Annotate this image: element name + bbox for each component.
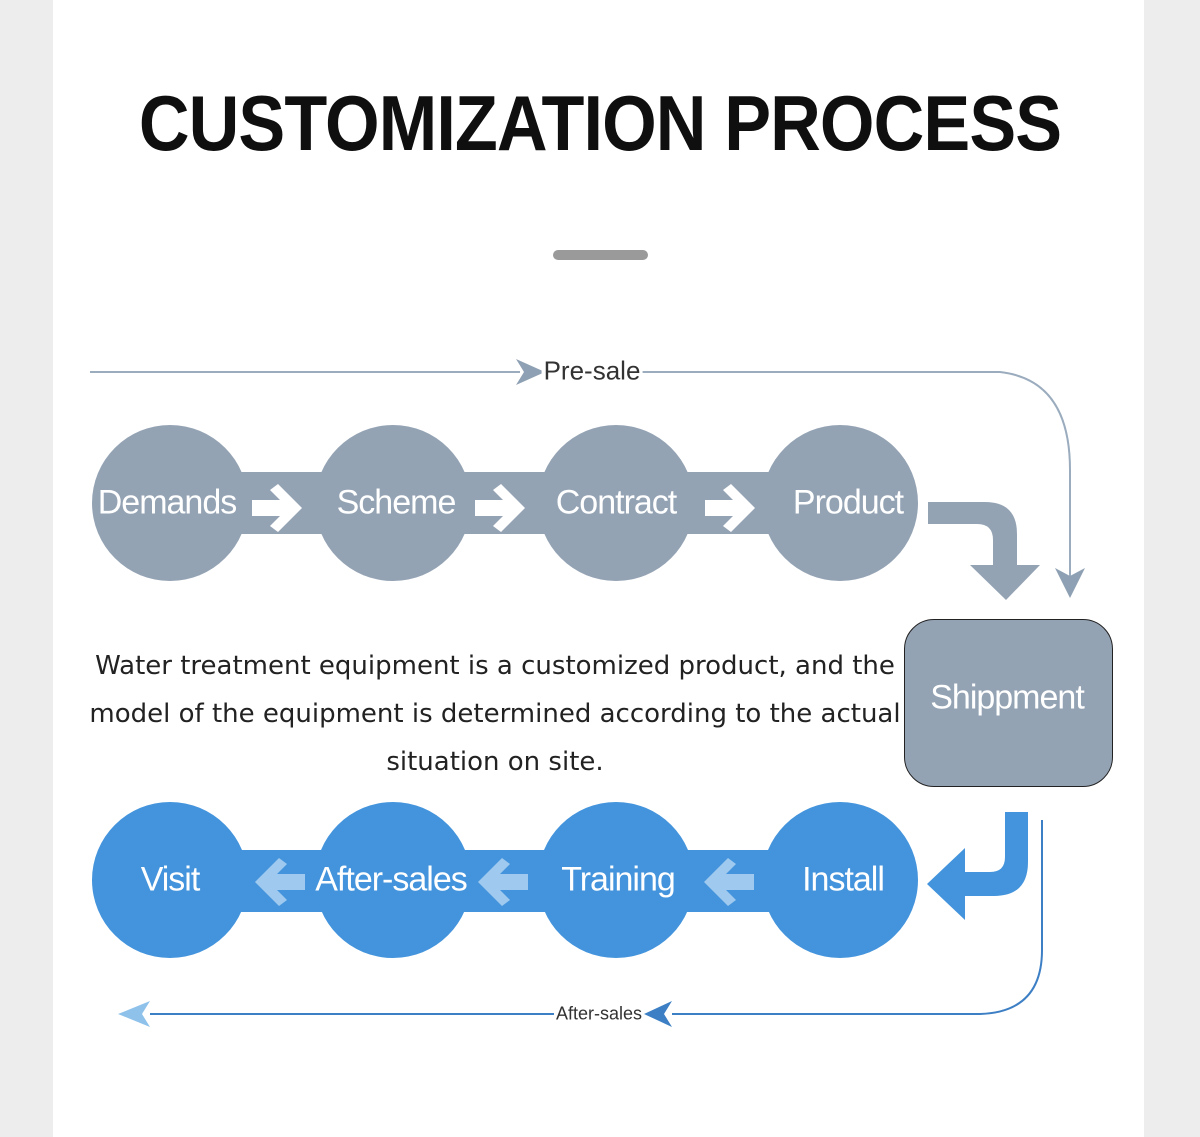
aftersales-flow-label: After-sales: [553, 1003, 645, 1025]
arrow-right-icon: [252, 484, 302, 532]
presale-step-arrows: [252, 484, 755, 532]
step-visit: Visit: [140, 860, 201, 899]
step-product: Product: [792, 483, 904, 522]
presale-arrowhead-right: [516, 359, 545, 385]
curved-arrow-left-icon: [927, 812, 1028, 920]
arrow-left-icon: [704, 858, 754, 906]
step-training: Training: [561, 860, 676, 899]
arrow-right-icon: [475, 484, 525, 532]
description-text: Water treatment equipment is a customize…: [89, 651, 901, 777]
presale-circles: [92, 425, 918, 581]
aftersales-arrowhead-left: [644, 1001, 672, 1027]
step-demands: Demands: [97, 483, 238, 522]
arrow-left-icon: [255, 858, 305, 906]
arrow-right-icon: [705, 484, 755, 532]
title-divider: [553, 250, 648, 260]
step-install: Install: [802, 860, 885, 899]
presale-flow-line: [90, 371, 1071, 585]
page-title: CUSTOMIZATION PROCESS: [138, 79, 1062, 167]
presale-arrowhead-down: [1055, 568, 1085, 598]
presale-label: Pre-sale: [541, 355, 643, 387]
step-scheme: Scheme: [336, 483, 457, 522]
aftersales-circles: [92, 802, 918, 958]
step-contract: Contract: [555, 483, 677, 522]
arrow-left-icon: [478, 858, 528, 906]
curved-arrow-down-icon: [928, 502, 1040, 600]
step-after-sales: After-sales: [315, 860, 467, 899]
step-shipment: Shippment: [930, 678, 1085, 717]
aftersales-end-arrowhead: [118, 1001, 150, 1027]
aftersales-flow-line: [150, 820, 1043, 1015]
aftersales-step-arrows: [255, 858, 754, 906]
shipment-box: [904, 619, 1113, 787]
